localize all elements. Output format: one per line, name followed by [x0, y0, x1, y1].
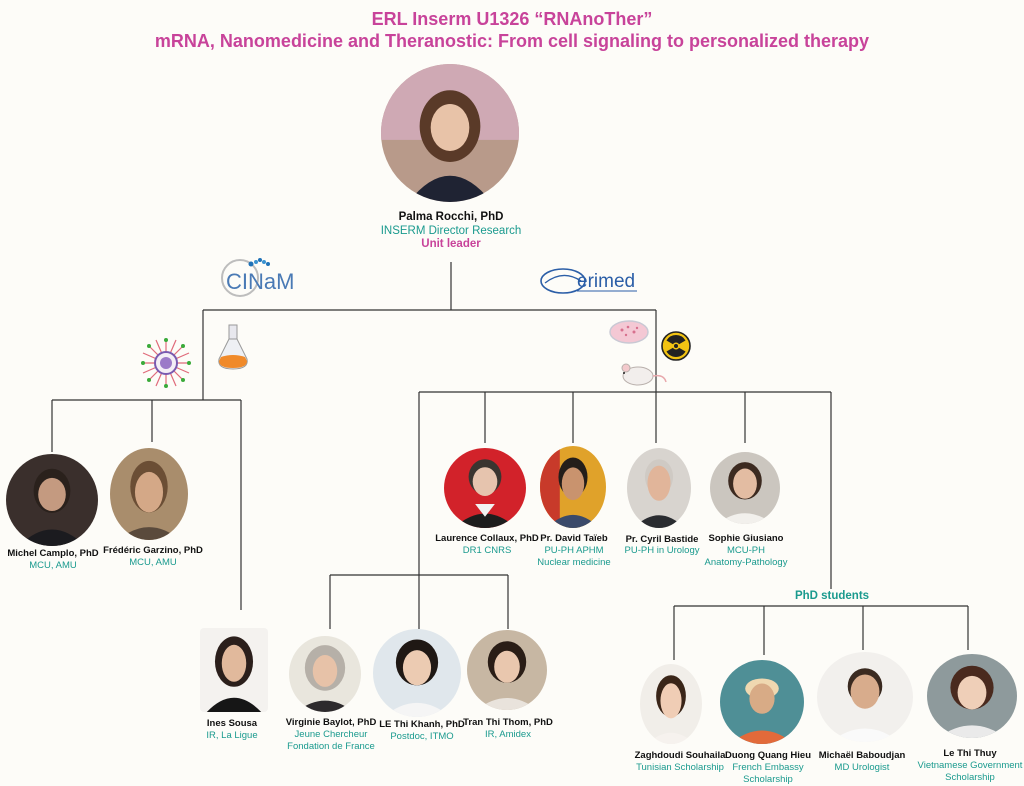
photo-tran	[467, 630, 547, 710]
diagram-title: ERL Inserm U1326 “RNAnoTher”	[371, 9, 653, 29]
role-michael: MD Urologist	[834, 762, 890, 773]
name-virginie: Virginie Baylot, PhD	[285, 717, 377, 728]
cinam-logo-text: CINaM	[226, 269, 294, 294]
cinam-logo: CINaM	[218, 254, 300, 300]
name-zaghdoudi: Zaghdoudi Souhaila	[634, 750, 726, 761]
role-cyril: PU-PH in Urology	[624, 545, 700, 556]
photo-le-thuy	[927, 654, 1017, 738]
photo-sophie	[710, 452, 780, 524]
photo-cyril	[627, 448, 691, 528]
leader-name: Palma Rocchi, PhD	[398, 211, 504, 223]
role-frederic: MCU, AMU	[129, 557, 177, 568]
name-sophie: Sophie Giusiano	[708, 533, 784, 544]
photo-zaghdoudi	[640, 664, 702, 744]
flask-icon	[216, 323, 250, 371]
name-laurence: Laurence Collaux, PhD	[435, 533, 539, 544]
photo-duong	[720, 660, 804, 744]
name-michael: Michaël Baboudjan	[818, 750, 906, 761]
phd-students-header: PhD students	[794, 590, 870, 602]
role-laurence: DR1 CNRS	[462, 545, 512, 556]
name-ines: Ines Sousa	[206, 718, 258, 729]
photo-virginie	[289, 636, 361, 712]
name-duong: Duong Quang Hieu	[724, 750, 812, 761]
leader-role: INSERM Director Research	[380, 225, 522, 237]
name-michel: Michel Camplo, PhD	[7, 548, 99, 559]
photo-ines	[200, 628, 268, 712]
photo-laurence	[444, 448, 526, 528]
diagram-subtitle: mRNA, Nanomedicine and Theranostic: From…	[154, 31, 870, 51]
name-le-thuy: Le Thi Thuy	[943, 748, 997, 759]
name-cyril: Pr. Cyril Bastide	[625, 534, 699, 545]
radiation-icon	[661, 331, 691, 361]
role-tran: IR, Amidex	[485, 729, 531, 740]
name-frederic: Frédéric Garzino, PhD	[103, 545, 203, 556]
name-david: Pr. David Taïeb	[540, 533, 608, 544]
role-michel: MCU, AMU	[29, 560, 77, 571]
photo-michel	[6, 454, 98, 546]
photo-frederic	[110, 448, 188, 540]
name-le-khanh: LE Thi Khanh, PhD	[379, 719, 465, 730]
nanoparticle-icon	[140, 337, 192, 389]
petri-dish-icon	[608, 318, 650, 346]
leader-photo	[381, 64, 519, 202]
photo-michael	[817, 652, 913, 742]
photo-le-khanh	[373, 629, 461, 717]
unit-leader-label: Unit leader	[421, 238, 481, 250]
role-le-khanh: Postdoc, ITMO	[390, 731, 454, 742]
photo-david	[540, 446, 606, 528]
mouse-icon	[618, 356, 668, 390]
erimed-logo-text: erimed	[577, 271, 635, 292]
erimed-logo: erimed	[539, 263, 639, 299]
role-zaghdoudi: Tunisian Scholarship	[636, 762, 724, 773]
name-tran: Tran Thi Thom, PhD	[463, 717, 553, 728]
role-ines: IR, La Ligue	[206, 730, 258, 741]
